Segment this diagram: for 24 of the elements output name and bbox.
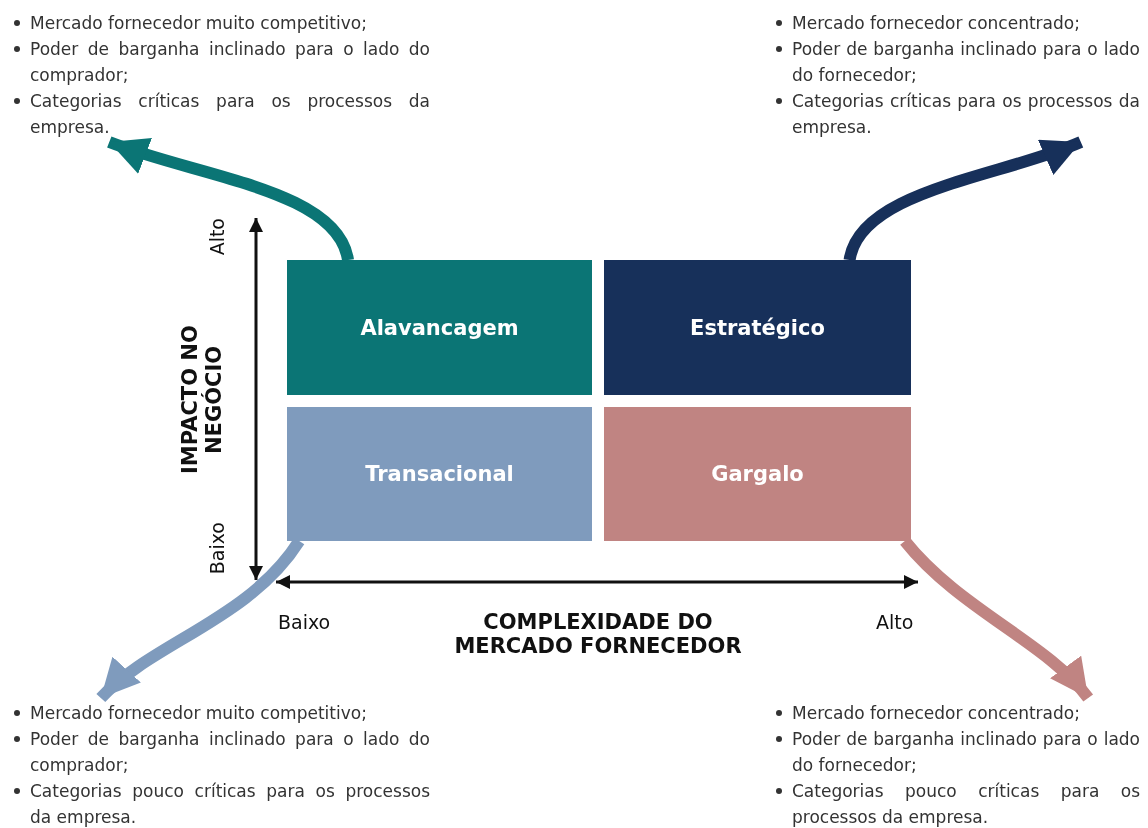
list-item: Categorias críticas para os processos da empresa. [792, 90, 1140, 139]
list-item: Categorias pouco críticas para os processos da empresa. [792, 780, 1140, 828]
curved-arrow [107, 136, 354, 262]
list-item: Poder de barganha inclinado para o lado do comprador; [30, 38, 430, 87]
axis-label: Baixo [278, 611, 331, 633]
list-item: Mercado fornecedor muito competitivo; [30, 702, 368, 725]
list-item: Poder de barganha inclinado para o lado do fornecedor; [792, 38, 1140, 87]
quadrant-box: Alavancagem [287, 260, 592, 395]
list-item: Poder de barganha inclinado para o lado do fornecedor; [792, 728, 1140, 777]
list-item: Mercado fornecedor muito competitivo; [30, 12, 368, 35]
list-item: Categorias críticas para os processos da empresa. [30, 90, 430, 139]
axis-label: Alto [206, 218, 228, 256]
curved-arrow [843, 136, 1083, 262]
quadrant-box: Gargalo [604, 407, 911, 541]
axis-title: COMPLEXIDADE DO MERCADO FORNECEDOR [453, 610, 743, 658]
list-item: Mercado fornecedor concentrado; [792, 702, 1081, 725]
axis-label: Baixo [206, 522, 228, 575]
axis-label: Alto [876, 611, 914, 633]
quadrant-box: Estratégico [604, 260, 911, 395]
axis-title: IMPACTO NO NEGÓCIO [178, 324, 226, 477]
quadrant-box: Transacional [287, 407, 592, 541]
list-item: Poder de barganha inclinado para o lado do comprador; [30, 728, 430, 777]
list-item: Categorias pouco críticas para os processos da empresa. [30, 780, 430, 828]
list-item: Mercado fornecedor concentrado; [792, 12, 1081, 35]
